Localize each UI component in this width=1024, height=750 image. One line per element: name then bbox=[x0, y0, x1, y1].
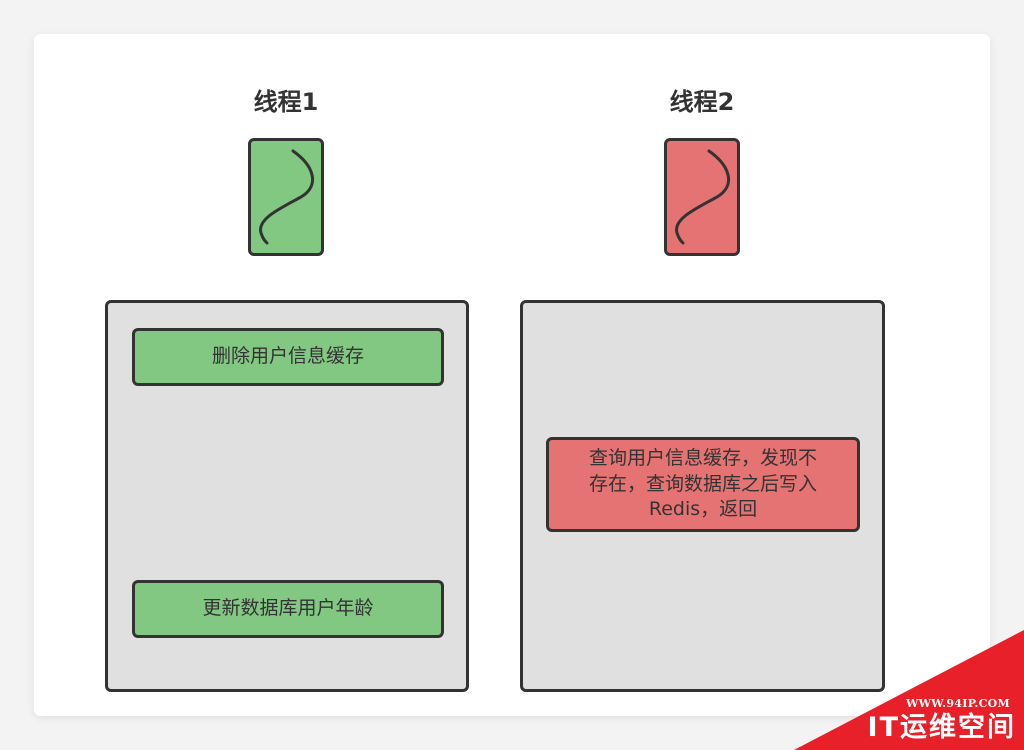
step-label: 删除用户信息缓存 bbox=[211, 345, 364, 368]
thread-2-title: 线程2 bbox=[669, 88, 735, 116]
thread-1-panel: 删除用户信息缓存 更新数据库用户年龄 bbox=[105, 300, 469, 692]
thread-1-title: 线程1 bbox=[253, 88, 319, 116]
step-label: 更新数据库用户年龄 bbox=[202, 597, 374, 620]
thread-squiggle-icon bbox=[675, 149, 730, 245]
watermark-banner bbox=[794, 630, 1024, 750]
thread-1-icon bbox=[248, 138, 324, 256]
thread-1-step-delete-cache: 删除用户信息缓存 bbox=[132, 328, 444, 386]
thread-squiggle-icon bbox=[259, 149, 314, 245]
watermark-name: IT运维空间 bbox=[867, 712, 1016, 743]
thread-2-panel: 查询用户信息缓存，发现不 存在，查询数据库之后写入 Redis，返回 bbox=[520, 300, 885, 692]
step-label: 查询用户信息缓存，发现不 存在，查询数据库之后写入 Redis，返回 bbox=[588, 447, 817, 521]
thread-2-step-query-and-write: 查询用户信息缓存，发现不 存在，查询数据库之后写入 Redis，返回 bbox=[546, 437, 860, 532]
watermark: WWW.94IP.COM IT运维空间 bbox=[794, 630, 1024, 750]
watermark-url: WWW.94IP.COM bbox=[905, 697, 1010, 710]
thread-1-step-update-db: 更新数据库用户年龄 bbox=[132, 580, 444, 638]
thread-2-icon bbox=[664, 138, 740, 256]
